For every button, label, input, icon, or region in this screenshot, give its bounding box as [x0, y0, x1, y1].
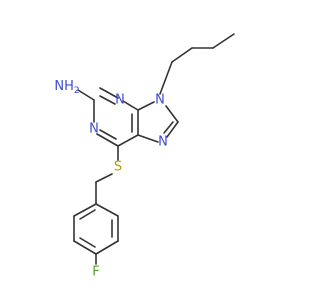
- bond-c8-n7: [166, 121, 179, 138]
- bond-ph4-ph5: [73, 240, 97, 255]
- bond-c2-c1: [212, 33, 235, 49]
- bond-c5-c6: [117, 134, 139, 147]
- bond-n3-c4: [122, 100, 139, 111]
- atom-n1: N: [89, 122, 99, 137]
- bond-n9-butyl: [159, 61, 173, 95]
- atom-fluorine: F: [92, 265, 99, 280]
- atom-sulfur: S: [114, 160, 122, 175]
- atom-labels: NH2 N N N N S F: [54, 79, 167, 280]
- bond-s-ch2: [95, 173, 113, 183]
- amine-label: NH2: [54, 79, 79, 96]
- bond-c4-c3: [171, 47, 193, 63]
- amine-subscript: 2: [74, 86, 80, 96]
- bond-c8-n7-inner: [163, 121, 174, 134]
- bond-ph1-ph2: [95, 203, 119, 217]
- atom-n9: N: [155, 93, 165, 108]
- bond-c6-n1: [96, 133, 119, 147]
- bond-c2-amine: [77, 89, 95, 101]
- bond-n7-c5: [137, 134, 159, 143]
- amine-text: NH: [54, 79, 74, 94]
- molecule-structure: NH2 N N N N S F: [54, 33, 235, 280]
- bond-ph6-ph1-inner: [79, 209, 96, 220]
- bond-ph3-ph4: [95, 240, 119, 255]
- atom-n3: N: [115, 93, 125, 108]
- bond-ph4-ph5-inner: [79, 237, 96, 248]
- bond-n9-c8: [165, 105, 179, 123]
- bond-c6-n1-inner: [99, 129, 117, 140]
- bond-c2-n3: [99, 87, 119, 99]
- atom-n7: N: [158, 135, 168, 150]
- bonds: [73, 33, 235, 265]
- bond-c2-n3-inner: [99, 95, 116, 105]
- bond-c4-n9: [137, 101, 155, 111]
- bond-ph6-ph1: [73, 203, 97, 217]
